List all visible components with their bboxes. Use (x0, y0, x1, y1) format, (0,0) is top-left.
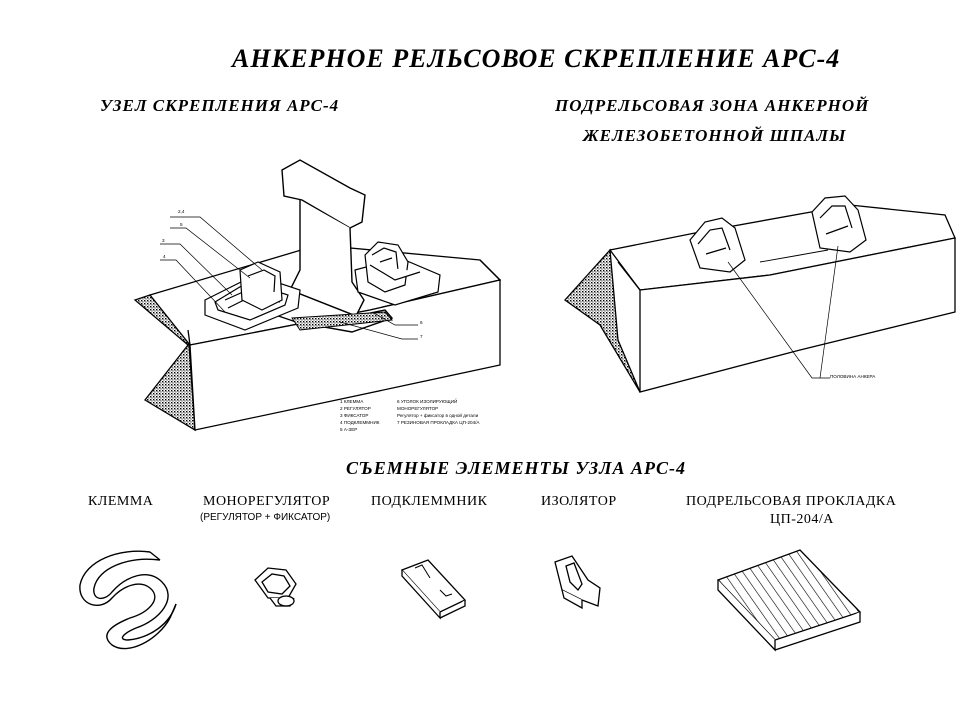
legend-item: Регулятор + фиксатор в одной детали (397, 413, 479, 418)
item-label-klemma: КЛЕММА (88, 494, 154, 509)
legend-col2: 6 УГОЛОК ИЗОЛИРУЮЩИЙ МОНОРЕГУЛЯТОР Регул… (397, 398, 480, 426)
item-label-prokladka: ПОДРЕЛЬСОВАЯ ПРОКЛАДКА (686, 494, 897, 509)
legend-item: 7 РЕЗИНОВАЯ ПРОКЛАДКА ЦП-204/А (397, 420, 480, 425)
callout-6: 6 (420, 320, 423, 325)
left-clip-assembly (204, 261, 301, 331)
right-heading-line1: ПОДРЕЛЬСОВАЯ ЗОНА АНКЕРНОЙ (555, 96, 870, 115)
item-label-monoregulator: МОНОРЕГУЛЯТОР (203, 494, 331, 509)
item-sub-prokladka: ЦП-204/А (770, 512, 834, 527)
removable-heading: СЪЕМНЫЕ ЭЛЕМЕНТЫ УЗЛА АРС-4 (346, 458, 686, 478)
monoregulator-drawing (254, 567, 297, 607)
leader-lines-right (727, 245, 839, 379)
insulator-drawing (554, 555, 601, 610)
item-label-izolyator: ИЗОЛЯТОР (541, 494, 617, 509)
left-sleeper-front (189, 279, 501, 431)
callout-4: 4 (163, 254, 166, 259)
right-sleeper (564, 204, 956, 393)
podklemmnik-drawing (400, 559, 467, 620)
pad-drawing (716, 549, 862, 652)
legend-item: 2 РЕГУЛЯТОР (340, 406, 371, 411)
legend-item: 3 ФИКСАТОР (340, 413, 369, 418)
legend-item: МОНОРЕГУЛЯТОР (397, 406, 439, 411)
legend-item: 6 УГОЛОК ИЗОЛИРУЮЩИЙ (397, 399, 458, 404)
page-title: АНКЕРНОЕ РЕЛЬСОВОЕ СКРЕПЛЕНИЕ АРС-4 (232, 44, 841, 73)
legend-item: 5 А-ЗЕР (340, 427, 358, 432)
rail-head (281, 159, 366, 229)
clamp-drawing (79, 550, 177, 650)
legend-item: 4 ПОДКЛЕММНИК (340, 420, 380, 425)
right-sleeper-end-face (564, 248, 641, 393)
leader-lines-left (160, 216, 418, 340)
callout-7: 7 (420, 334, 423, 339)
left-heading: УЗЕЛ СКРЕПЛЕНИЯ АРС-4 (100, 96, 340, 115)
callout-5: 5 (180, 222, 183, 227)
callout-3: 3 (162, 238, 165, 243)
legend-col1: 1 КЛЕММА 2 РЕГУЛЯТОР 3 ФИКСАТОР 4 ПОДКЛЕ… (340, 398, 379, 433)
rail-pad (291, 311, 394, 331)
legend-item: 1 КЛЕММА (340, 399, 364, 404)
anchor-half-right (811, 195, 867, 253)
callout-2-4: 2,4 (178, 209, 185, 214)
right-clip-assembly (354, 241, 441, 306)
item-label-podklemmnik: ПОДКЛЕММНИК (371, 494, 488, 509)
right-heading-line2: ЖЕЛЕЗОБЕТОННОЙ ШПАЛЫ (583, 126, 847, 145)
right-anchors (689, 195, 867, 273)
anchor-half-label: ПОЛОВИНА АНКЕРА (830, 374, 876, 379)
item-sub-monoregulator: (РЕГУЛЯТОР + ФИКСАТОР) (200, 512, 331, 523)
right-sleeper-front (639, 237, 956, 393)
